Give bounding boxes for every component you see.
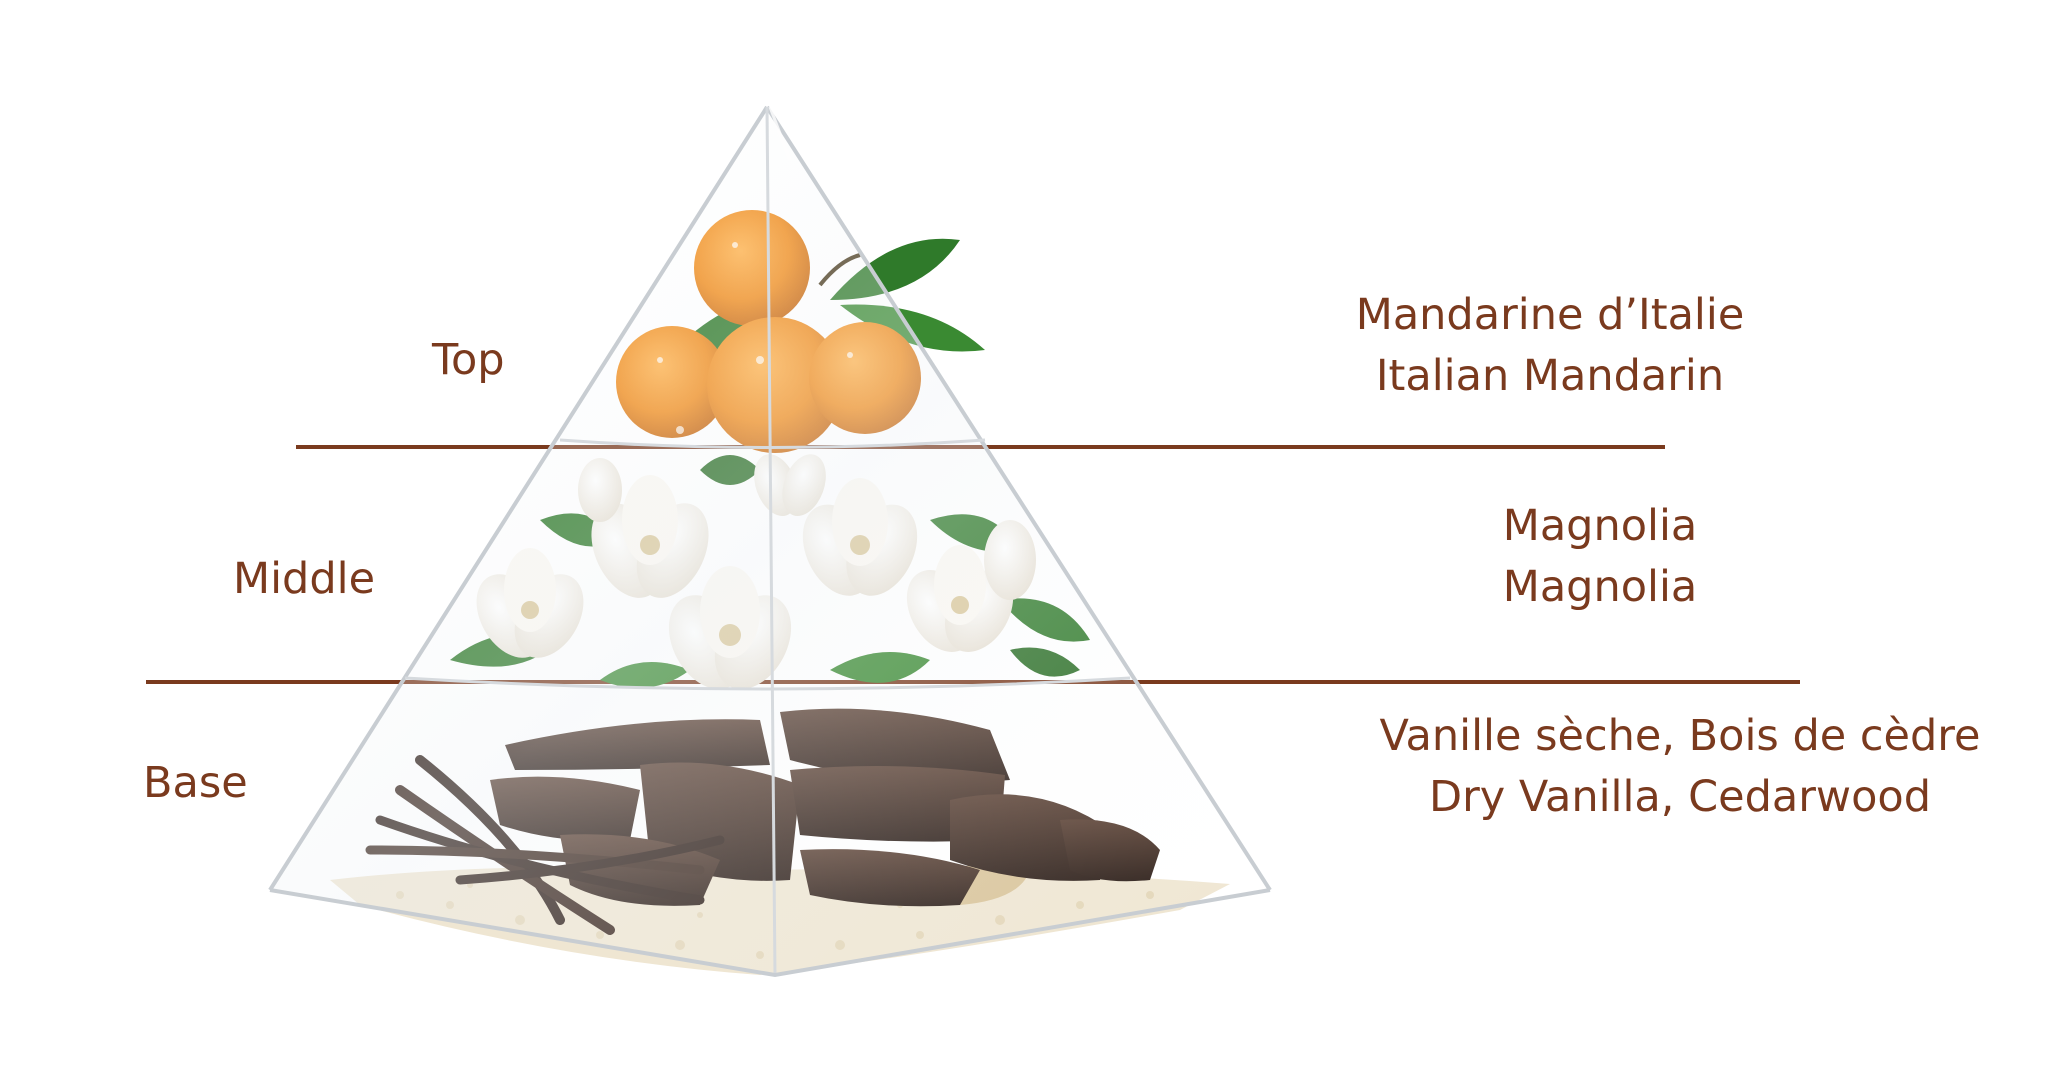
note-base-fr: Vanille sèche, Bois de cèdre xyxy=(1379,711,1981,761)
notes-base: Vanille sèche, Bois de cèdre Dry Vanilla… xyxy=(1340,706,2020,828)
note-top-en: Italian Mandarin xyxy=(1375,351,1725,401)
tier-label-top: Top xyxy=(432,335,505,385)
note-base-en: Dry Vanilla, Cedarwood xyxy=(1429,772,1931,822)
note-middle-en: Magnolia xyxy=(1502,562,1698,612)
tier-label-middle: Middle xyxy=(233,554,376,604)
glass-pyramid xyxy=(268,105,1272,978)
tier-label-base: Base xyxy=(143,758,248,808)
notes-top: Mandarine d’Italie Italian Mandarin xyxy=(1290,285,1810,407)
note-top-fr: Mandarine d’Italie xyxy=(1355,290,1745,340)
note-middle-fr: Magnolia xyxy=(1502,501,1698,551)
notes-middle: Magnolia Magnolia xyxy=(1340,496,1860,618)
